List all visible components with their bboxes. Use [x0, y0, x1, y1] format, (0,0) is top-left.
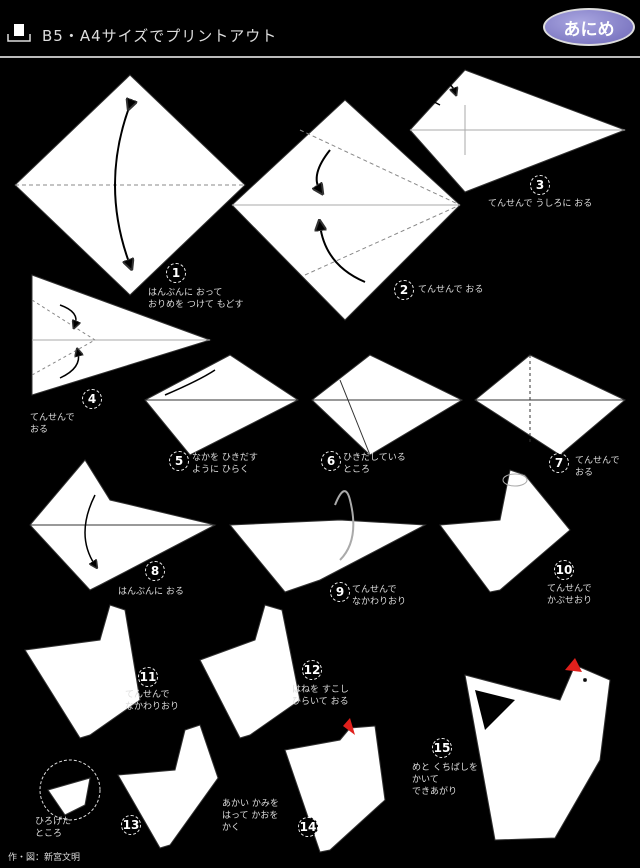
step-3-diagram — [409, 69, 627, 193]
step-12-diagram — [199, 604, 301, 739]
step-1-caption: はんぶんに おって おりめを つけて もどす — [148, 288, 244, 310]
step-9-caption: てんせんで なかわりおり — [352, 585, 407, 607]
step-5-caption: なかを ひきだす ように ひらく — [192, 453, 258, 475]
step-4-diagram — [31, 274, 212, 396]
step-8-number: 8 — [145, 561, 165, 581]
step-7-number: 7 — [549, 453, 569, 473]
step-14-number: 14 — [298, 817, 318, 837]
step-9-diagram — [228, 490, 427, 593]
comb-red — [343, 718, 355, 735]
step-14-caption: あかい かみを はって かおを かく — [222, 799, 279, 833]
step-2-number: 2 — [394, 280, 414, 300]
step-3-caption: てんせんで うしろに おる — [488, 199, 593, 209]
anime-button[interactable]: あにめ — [543, 8, 635, 46]
step-5-number: 5 — [169, 451, 189, 471]
step-1-number: 1 — [166, 263, 186, 283]
step-9-number: 9 — [330, 582, 350, 602]
step-6-caption: ひきだしている ところ — [343, 453, 406, 475]
step-3-number: 3 — [530, 175, 550, 195]
step-13-number: 13 — [121, 815, 141, 835]
print-instructions-title: B5・A4サイズでプリントアウト — [42, 27, 278, 45]
step-2-caption: てんせんで おる — [418, 285, 484, 295]
step-10-caption: てんせんで かぶせおり — [547, 584, 593, 606]
step-7-diagram — [474, 329, 626, 456]
step-6-diagram — [311, 354, 464, 456]
step-15-diagram — [464, 658, 611, 841]
step-1-diagram — [14, 74, 246, 296]
step-5-diagram — [144, 354, 299, 456]
step-8-caption: はんぶんに おる — [118, 587, 184, 597]
step-4-number: 4 — [82, 389, 102, 409]
step-13-caption: ひろげた ところ — [35, 817, 72, 839]
step-12-number: 12 — [302, 660, 322, 680]
step-13-diagram — [39, 724, 219, 849]
step-10-number: 10 — [554, 560, 574, 580]
step-4-caption: てんせんで おる — [30, 413, 75, 435]
step-10-diagram — [439, 469, 571, 593]
step-11-caption: てんせんで なかわりおり — [125, 690, 180, 712]
step-8-diagram — [29, 459, 217, 591]
comb-red — [565, 658, 582, 672]
step-15-number: 15 — [432, 738, 452, 758]
step-15-caption: めと くちばしを かいて できあがり — [412, 763, 478, 797]
step-2-diagram — [231, 99, 461, 321]
author-credit: 作・図：新宮文明 — [8, 853, 81, 863]
step-12-caption: はねを すこし ひらいて おる — [292, 685, 349, 707]
step-11-diagram — [24, 604, 141, 739]
step-11-number: 11 — [138, 667, 158, 687]
header-divider — [0, 56, 640, 58]
step-6-number: 6 — [321, 451, 341, 471]
printer-icon[interactable] — [6, 22, 32, 44]
step-7-caption: てんせんで おる — [575, 456, 620, 478]
